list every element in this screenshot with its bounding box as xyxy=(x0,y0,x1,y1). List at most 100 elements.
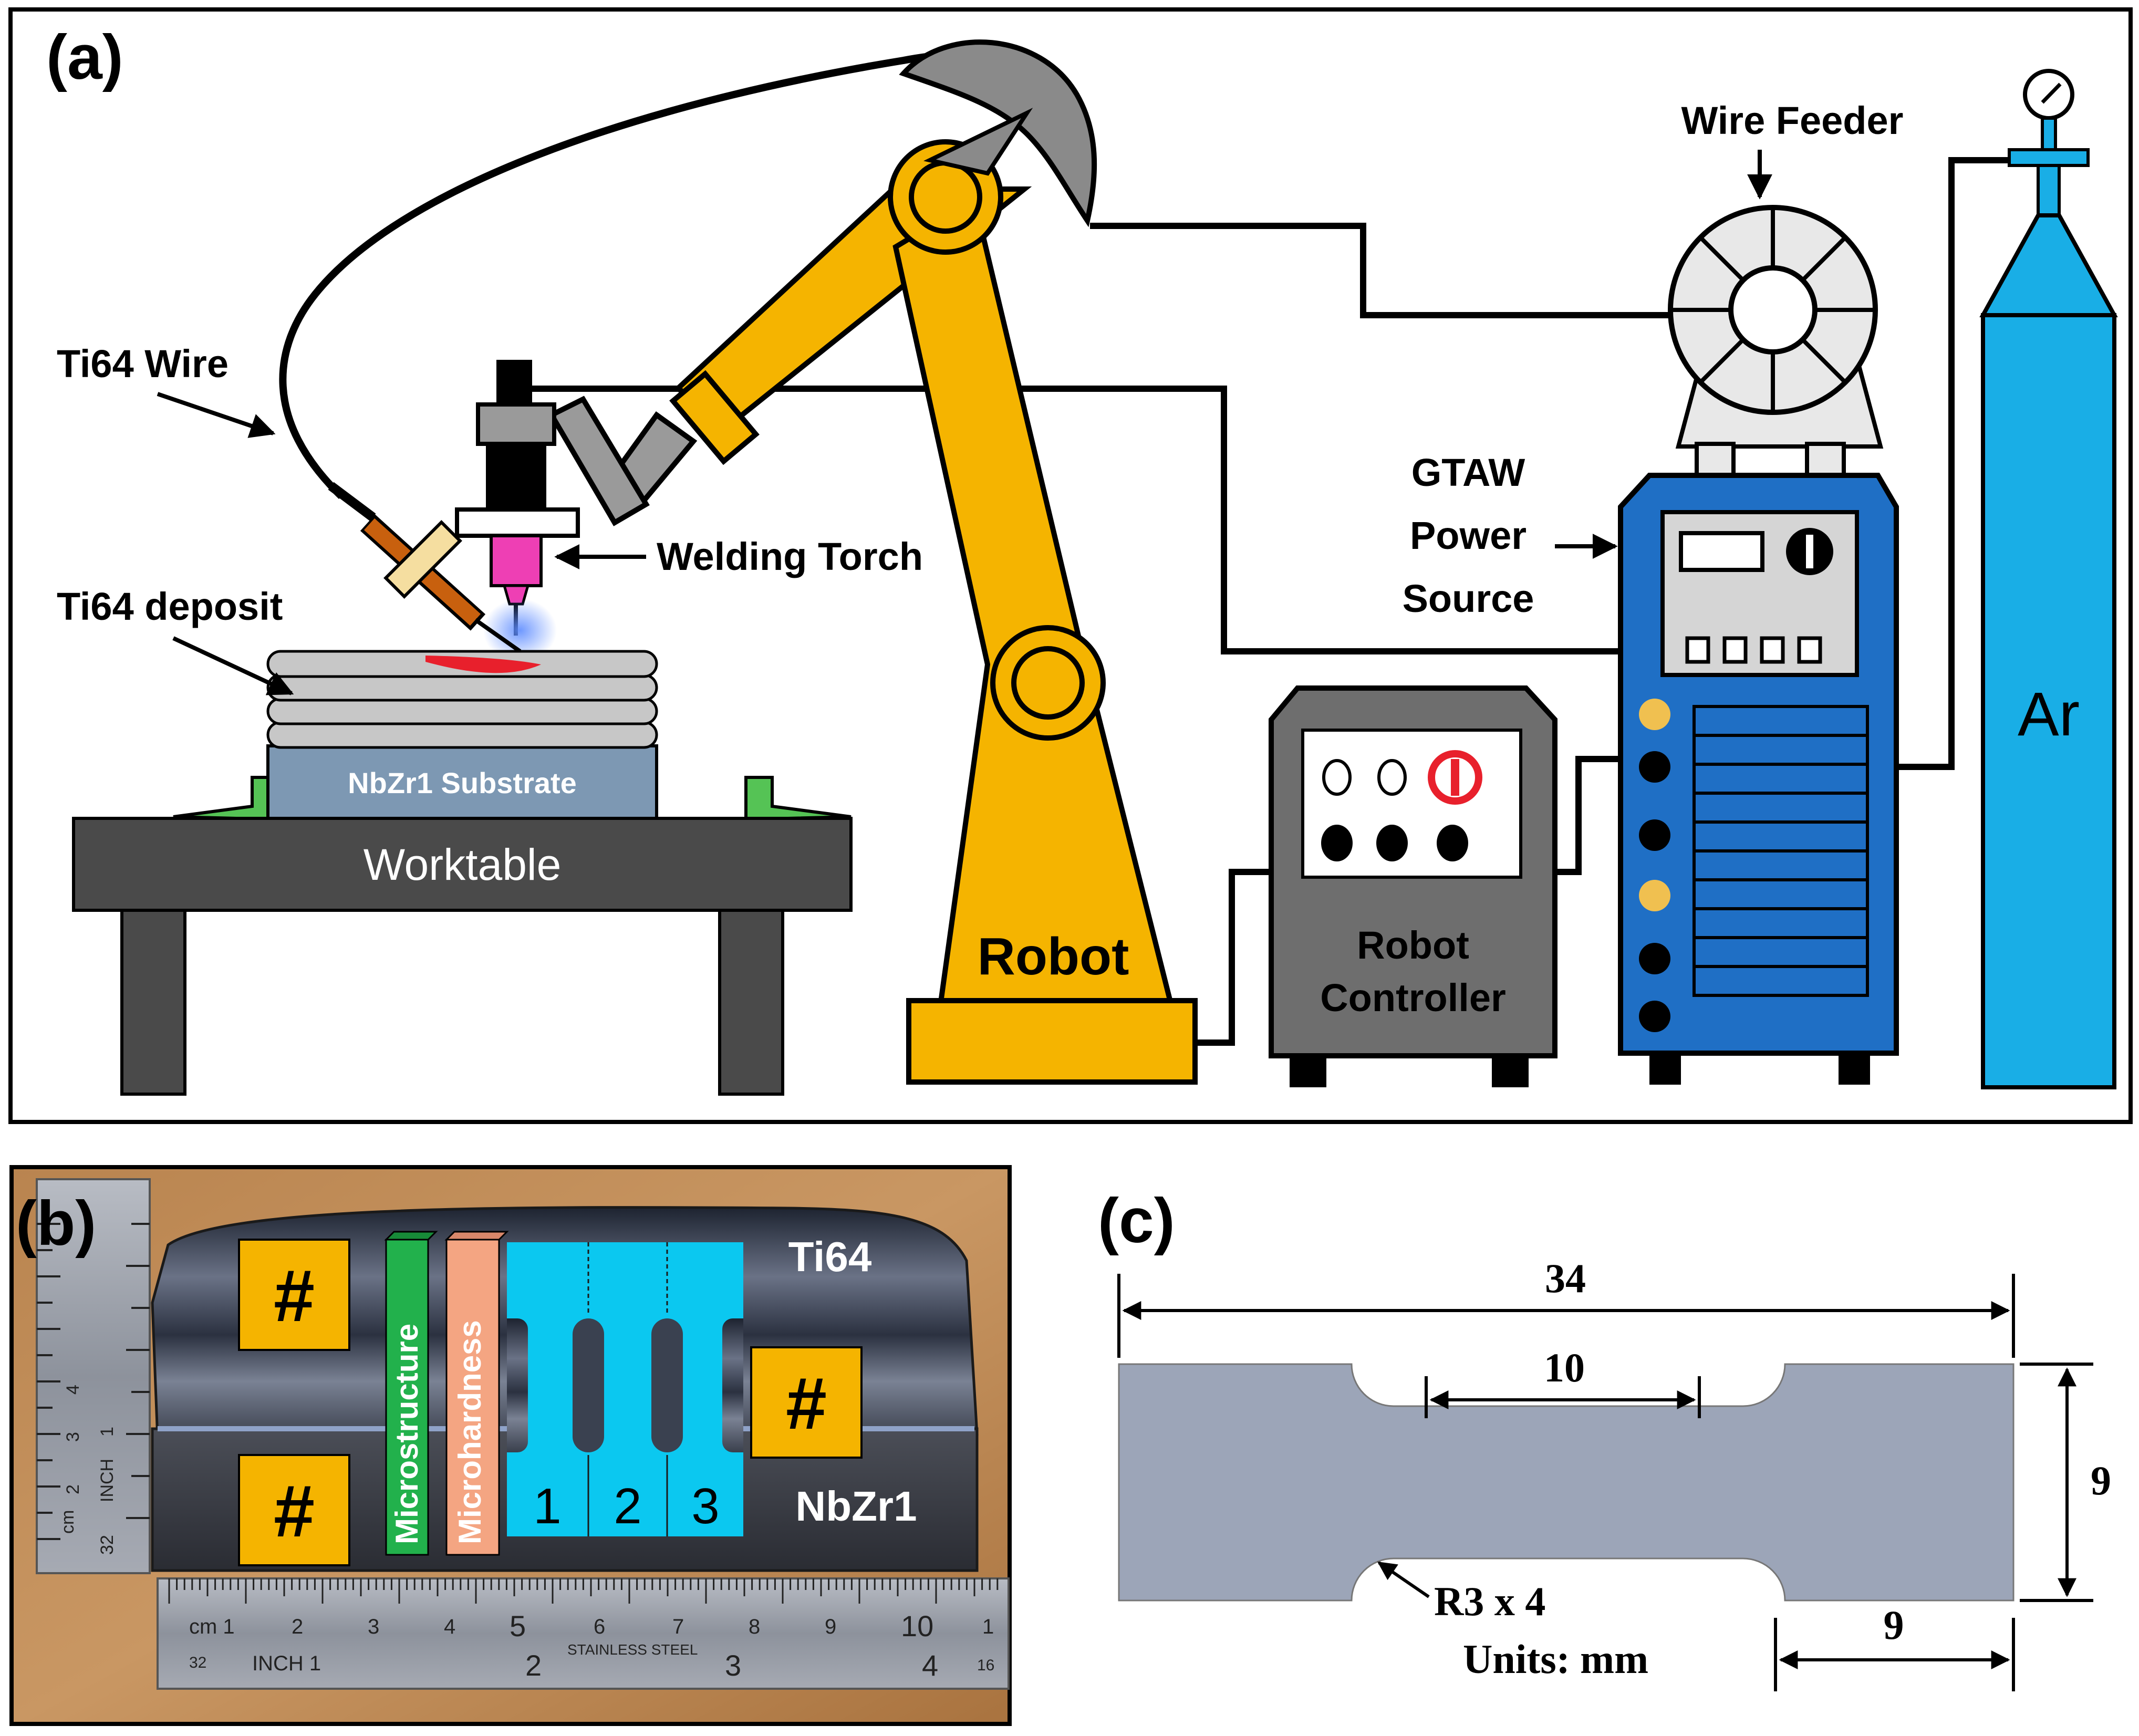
wire-guide xyxy=(328,482,522,653)
callouts: Ti64 Wire Ti64 deposit Welding Torch Wir… xyxy=(57,99,1904,695)
ruler-bottom-label: 2 xyxy=(525,1649,542,1682)
panel-c: (c) 34 10 9 9 R3 x 4 Units: mm xyxy=(1098,1186,2111,1691)
controller-label-line2: Controller xyxy=(1320,976,1506,1020)
ruler-bottom-label: 9 xyxy=(825,1615,836,1638)
torch-mount-plate xyxy=(455,507,580,538)
robot-controller: Robot Controller xyxy=(1269,685,1557,1087)
torch-head xyxy=(476,402,556,446)
panel-b-label: (b) xyxy=(16,1188,96,1259)
sample-nbzr1-label: NbZr1 xyxy=(795,1483,917,1530)
ruler-left-label: INCH xyxy=(97,1459,117,1502)
ti64-wire-arrow xyxy=(157,392,276,438)
power-source-vents xyxy=(1692,705,1869,997)
tensile-specimens: 1 2 3 xyxy=(507,1242,743,1536)
hash-box-label: # xyxy=(786,1362,827,1444)
ruler-bottom-label: 10 xyxy=(901,1609,933,1643)
specimen-slot xyxy=(651,1318,683,1452)
ruler-bottom-labels: cm 1 2 3 4 5 6 7 8 9 10 1 32 INCH 1 2 ST… xyxy=(189,1609,994,1682)
torch-nozzle xyxy=(490,534,543,587)
ruler-bottom-label: 3 xyxy=(725,1649,741,1682)
controller-power-switch-mark xyxy=(1451,759,1459,796)
argon-cylinder: Ar xyxy=(1979,69,2118,1089)
gtaw-label-line1: GTAW xyxy=(1411,451,1525,494)
wire-feeder-label: Wire Feeder xyxy=(1681,99,1904,142)
power-source-connectors xyxy=(1639,699,1670,1032)
arc-glow xyxy=(483,599,557,662)
microhardness-label: Microhardness xyxy=(452,1320,487,1544)
welding-torch-label: Welding Torch xyxy=(657,535,923,578)
power-source-button[interactable] xyxy=(1797,636,1822,664)
dim-grip-length-label: 9 xyxy=(1884,1602,1904,1648)
analysis-strips: Microstructure Microhardness xyxy=(384,1231,509,1556)
ti64-deposit-arrow xyxy=(172,636,294,695)
hash-boxes: # # # xyxy=(238,1239,863,1566)
ruler-left-ticks xyxy=(37,1223,150,1540)
regulator-bar xyxy=(2008,148,2090,167)
microhardness-strip-top xyxy=(444,1231,509,1241)
connector[interactable] xyxy=(1639,751,1670,783)
hash-box xyxy=(750,1346,863,1459)
specimen-number: 2 xyxy=(614,1478,641,1534)
power-source-button[interactable] xyxy=(1722,636,1748,664)
connector[interactable] xyxy=(1639,1001,1670,1032)
wire-feeder xyxy=(1668,205,1884,477)
connector[interactable] xyxy=(1639,819,1670,851)
ti64-deposit-label: Ti64 deposit xyxy=(57,585,283,628)
deposit-layer xyxy=(266,697,658,725)
robot-label: Robot xyxy=(978,927,1129,986)
ruler-left-labels: cm 2 3 4 INCH 1 32 xyxy=(58,1385,117,1555)
wire-guide-tip xyxy=(328,482,376,522)
ruler-left-label: 1 xyxy=(97,1427,117,1437)
ruler-bottom-label: 4 xyxy=(444,1615,455,1638)
controller-button[interactable] xyxy=(1321,825,1353,861)
gtaw-label-line3: Source xyxy=(1403,577,1534,620)
robot-cable-guide xyxy=(923,108,1033,176)
controller-label-line1: Robot xyxy=(1357,923,1469,967)
melt-pool xyxy=(425,656,541,673)
connector[interactable] xyxy=(1639,699,1670,730)
power-source-button[interactable] xyxy=(1685,636,1710,664)
panel-c-label: (c) xyxy=(1098,1186,1175,1256)
ruler-left-label: 32 xyxy=(97,1535,117,1555)
robot-controller-cable xyxy=(1195,869,1271,1046)
controller-indicator xyxy=(1377,759,1407,796)
ruler-bottom-label: 4 xyxy=(922,1649,938,1682)
connector[interactable] xyxy=(1639,880,1670,911)
wire-feed xyxy=(474,618,522,653)
robot-arm: Robot xyxy=(547,39,1198,1085)
ruler-left-label: cm xyxy=(58,1510,78,1534)
gtaw-power-source xyxy=(1618,473,1899,1085)
specimen-block xyxy=(507,1242,743,1536)
worktable-leg-left xyxy=(120,909,186,1096)
ruler-bottom xyxy=(157,1577,1010,1690)
ruler-bottom-label: 6 xyxy=(594,1615,605,1638)
feeder-foot-right xyxy=(1805,442,1846,477)
dimension-lines xyxy=(1117,1274,2093,1691)
controller-button[interactable] xyxy=(1376,825,1408,861)
power-source-display xyxy=(1679,531,1764,572)
ruler-left-label: 4 xyxy=(63,1385,83,1395)
deposit-layer xyxy=(266,721,658,749)
torch-body xyxy=(486,444,546,512)
substrate-label: NbZr1 Substrate xyxy=(348,766,577,799)
connector[interactable] xyxy=(1639,943,1670,974)
robot-top-cover xyxy=(899,39,1097,227)
robot-wrist-plate xyxy=(547,396,650,526)
controller-power-cable xyxy=(1555,756,1621,875)
panel-a-label: (a) xyxy=(46,22,123,92)
specimen-number: 1 xyxy=(533,1478,561,1534)
specimen-notch xyxy=(507,1318,528,1452)
power-source-buttons xyxy=(1685,636,1822,664)
ruler-bottom-label: cm 1 xyxy=(189,1615,235,1638)
power-source-button[interactable] xyxy=(1760,636,1785,664)
ruler-left-label: 2 xyxy=(63,1484,83,1494)
dim-total-length-label: 34 xyxy=(1545,1255,1586,1301)
dim-width-label: 9 xyxy=(2091,1458,2111,1503)
units-label: Units: mm xyxy=(1463,1636,1648,1682)
controller-button[interactable] xyxy=(1437,825,1468,861)
ti64-wire-label: Ti64 Wire xyxy=(57,342,229,386)
robot-joint-shoulder-inner xyxy=(909,160,982,234)
ruler-bottom-label: STAINLESS STEEL xyxy=(567,1641,698,1658)
ruler-bottom-ticks xyxy=(168,1578,999,1604)
